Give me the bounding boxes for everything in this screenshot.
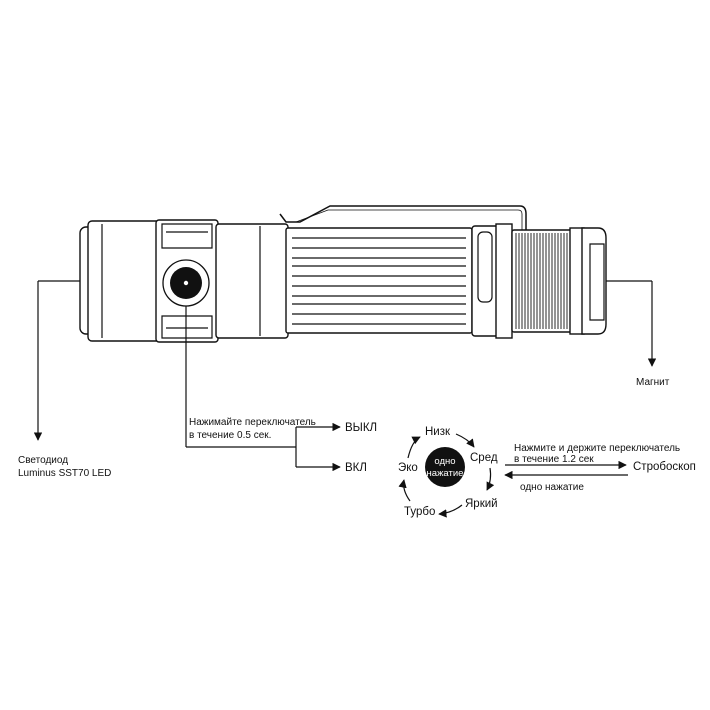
tail-cap-knurl	[495, 223, 575, 339]
led-model-label: Luminus SST70 LED	[18, 468, 111, 479]
mode-low: Низк	[425, 426, 451, 438]
cycle-arrow-eco-low	[407, 436, 421, 459]
pocket-clip	[279, 205, 527, 337]
press-instruction-line2: в течение 0.5 сек.	[189, 430, 271, 441]
mode-turbo: Турбо	[404, 506, 435, 518]
switch-button-icon	[162, 259, 210, 307]
press-instruction-line1: Нажимайте переключатель	[189, 417, 316, 428]
neck-section	[215, 223, 289, 339]
strobe-section: Нажмите и держите переключатель в течени…	[504, 443, 696, 493]
hub-label-line1: одно	[434, 456, 455, 467]
return-press-label: одно нажатие	[520, 482, 584, 493]
mode-high: Яркий	[465, 498, 498, 510]
mode-medium: Сред	[470, 452, 498, 464]
on-state-label: ВКЛ	[345, 462, 367, 474]
head-bezel	[79, 220, 161, 342]
switch-callout-line	[185, 306, 341, 472]
magnet-label: Магнит	[636, 377, 670, 388]
tail-end	[569, 227, 607, 335]
finned-body	[285, 227, 473, 334]
magnet-callout-line	[606, 280, 657, 367]
strobe-label: Стробоскоп	[633, 461, 696, 473]
off-state-label: ВЫКЛ	[345, 422, 377, 434]
cycle-arrow-low-medium	[455, 433, 475, 448]
mode-cycle: одно нажатие Низк Сред Яркий Турбо Эко	[398, 426, 498, 518]
mode-eco: Эко	[398, 462, 418, 474]
led-callout-line	[33, 280, 80, 441]
cycle-arrow-turbo-eco	[398, 479, 411, 502]
cycle-arrow-medium-high	[486, 467, 495, 491]
flashlight-illustration	[79, 205, 607, 343]
cycle-arrow-high-turbo	[438, 504, 463, 518]
led-label: Светодиод	[18, 455, 68, 466]
hold-instruction-line2: в течение 1.2 сек	[514, 454, 594, 465]
hub-label-line2: нажатие	[427, 468, 464, 479]
single-press-hub	[425, 447, 465, 487]
hold-instruction-line1: Нажмите и держите переключатель	[514, 443, 680, 454]
